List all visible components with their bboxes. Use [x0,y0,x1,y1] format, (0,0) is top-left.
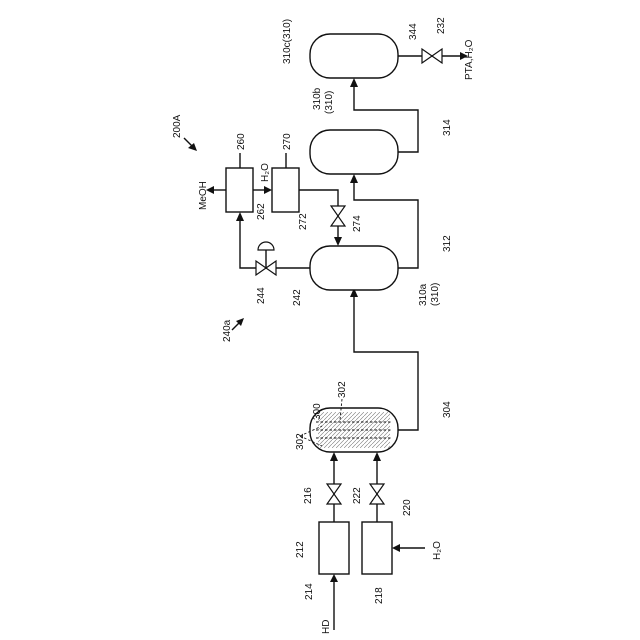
vessel-310c [310,34,398,78]
line-214-label: 214 [304,583,315,600]
line-304-label: 304 [442,401,453,418]
valve-222-label: 222 [352,487,363,504]
valve-274 [331,206,345,226]
water-feed-arrow [392,544,400,552]
vessel-310b-sub-label: (310) [324,91,335,114]
subassembly-240a-label: 240a [222,319,233,342]
transfer-line-314-arrow [350,78,358,87]
vessel-310a-sub-label: (310) [430,283,441,306]
tank-218-label: 218 [374,587,385,604]
vessel-310c-label: 310c(310) [282,19,293,64]
transfer-line-312-arrow [350,174,358,183]
hd-to-reactor-arrow [330,452,338,461]
valve-274-label: 274 [352,215,363,232]
condenser-270 [272,168,299,212]
hd-tank-212 [319,522,349,574]
vessel-310a [310,246,398,290]
valve-232 [422,49,442,63]
methanol-stream-label: MeOH [198,181,209,210]
condenser-270-label: 270 [282,133,293,150]
vessel-310b-label: 310b [312,87,323,110]
water-stream-label: H₂O [432,541,443,560]
control-valve-244 [256,242,276,275]
valve-216 [327,484,341,504]
water-to-reactor-arrow [373,452,381,461]
vent-line-arrow [236,212,244,221]
reactor-300-label: 300 [312,403,323,420]
line-262-label: 262 [256,203,267,220]
water-tank-218 [362,522,392,574]
separator-260 [226,168,253,212]
figure-ref-label: 200A [172,114,183,138]
valve-232-label: 232 [436,17,447,34]
line-272-label: 272 [298,213,309,230]
valve-244-label: 244 [256,287,267,304]
line-262-arrow [264,186,272,194]
separator-260-label: 260 [236,133,247,150]
line-314-label: 314 [442,119,453,136]
valve-222 [370,484,384,504]
line-344-label: 344 [408,23,419,40]
vessel-310b [310,130,398,174]
line-220-label: 220 [402,499,413,516]
hd-stream-label: HD [321,620,332,634]
membrane-302-top-label: 302 [337,381,348,398]
vessel-310a-label: 310a [418,283,429,306]
line-242-label: 242 [292,289,303,306]
tank-212-label: 212 [295,541,306,558]
water-overhead-label: H₂O [260,163,271,182]
product-stream-label: PTA,H₂O [464,39,475,80]
valve-216-label: 216 [303,487,314,504]
hd-feed-arrow [330,574,338,582]
return-line-arrow [334,237,342,246]
line-312-label: 312 [442,235,453,252]
